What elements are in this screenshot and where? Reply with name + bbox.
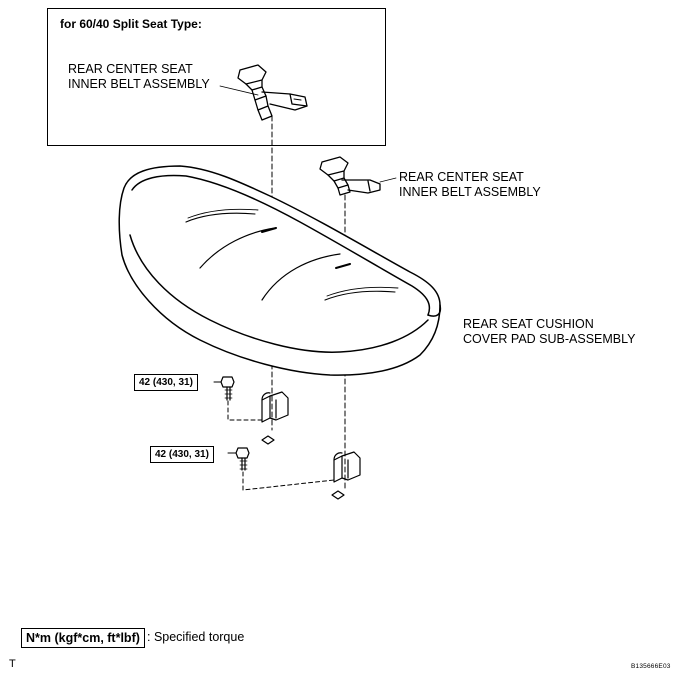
- corner-mark: T: [9, 658, 16, 670]
- seat-cushion: [118, 165, 442, 376]
- belt-label-line2: INNER BELT ASSEMBLY: [399, 185, 541, 199]
- inset-title: for 60/40 Split Seat Type:: [60, 17, 202, 31]
- belt-label-line1: REAR CENTER SEAT: [399, 170, 524, 184]
- torque-legend-description: : Specified torque: [147, 630, 245, 644]
- inset-belt-label-line1: REAR CENTER SEAT: [68, 62, 193, 76]
- lower-bolt: [235, 447, 250, 471]
- upper-bracket: [261, 391, 289, 445]
- inset-frame: [47, 8, 386, 146]
- upper-bolt-guide: [227, 400, 263, 421]
- cushion-label-line1: REAR SEAT CUSHION: [463, 317, 594, 331]
- main-belt-buckle: [319, 156, 381, 196]
- lower-bracket: [331, 451, 361, 500]
- torque-unit-box: N*m (kgf*cm, ft*lbf): [21, 628, 145, 648]
- lower-bolt-guide: [242, 471, 335, 491]
- torque-spec-upper: 42 (430, 31): [134, 374, 198, 391]
- torque-spec-lower: 42 (430, 31): [150, 446, 214, 463]
- cushion-label-line2: COVER PAD SUB-ASSEMBLY: [463, 332, 636, 346]
- upper-bolt: [220, 376, 235, 401]
- inset-belt-label-line2: INNER BELT ASSEMBLY: [68, 77, 210, 91]
- inset-belt-buckle: [237, 64, 308, 121]
- figure-code: B135666E03: [631, 663, 671, 670]
